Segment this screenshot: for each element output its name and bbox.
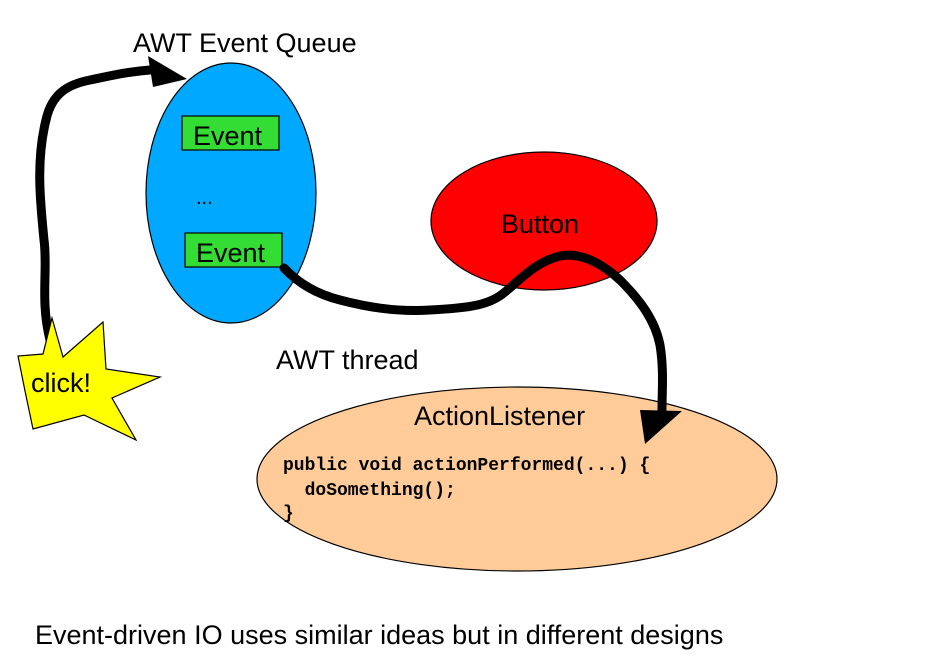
code-line-3: } — [283, 504, 294, 524]
click-label: click! — [31, 368, 91, 398]
action-listener-label: ActionListener — [414, 401, 585, 431]
event-box-top — [181, 115, 280, 151]
queue-title: AWT Event Queue — [133, 28, 357, 58]
awt-thread-label: AWT thread — [276, 345, 419, 375]
event-to-listener-arrowhead — [640, 410, 682, 444]
queue-ellipsis: ... — [196, 187, 213, 209]
event-to-listener-arrow — [279, 250, 667, 415]
button-ellipse — [430, 151, 658, 291]
code-line-2: doSomething(); — [283, 481, 456, 501]
button-label: Button — [501, 209, 579, 239]
event-box-bottom — [184, 232, 283, 268]
event-box-top-label: Event — [193, 121, 263, 151]
event-box-bottom-label: Event — [196, 238, 266, 268]
event-queue-ellipse — [145, 62, 317, 324]
click-to-queue-arrowhead — [148, 56, 187, 87]
code-line-1: public void actionPerformed(...) { — [283, 456, 650, 476]
click-to-queue-arrow — [35, 65, 155, 345]
click-star — [17, 315, 163, 442]
footer-text: Event-driven IO uses similar ideas but i… — [35, 620, 723, 650]
